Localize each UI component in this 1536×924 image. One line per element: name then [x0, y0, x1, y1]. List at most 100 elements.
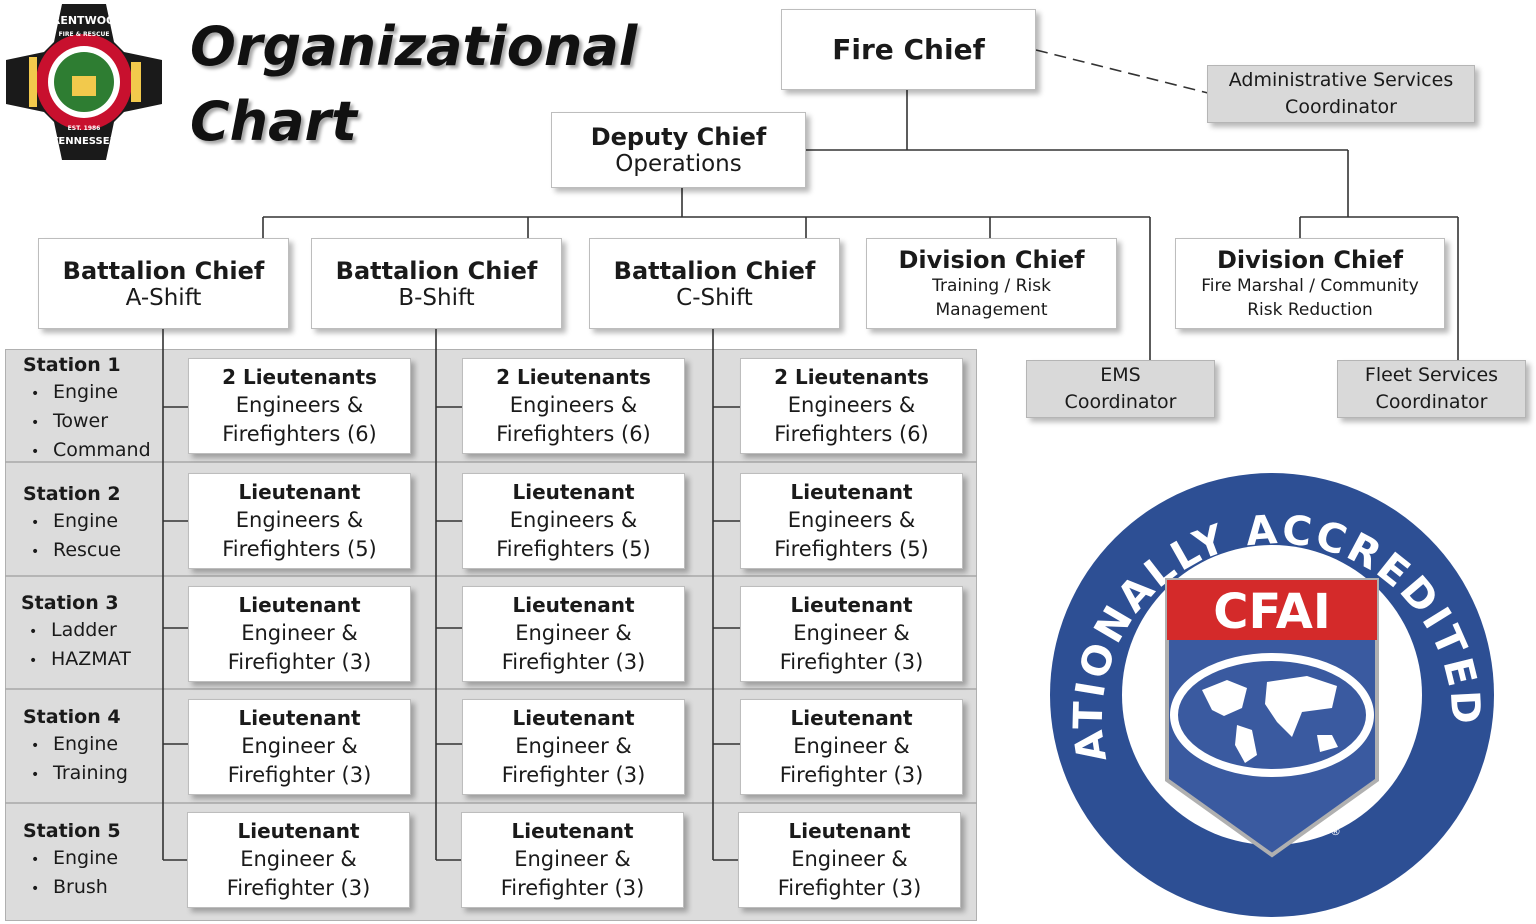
crew-line1: Engineers & — [787, 508, 916, 532]
battalion-shift: B-Shift — [398, 284, 475, 311]
crew-line2: Firefighters (5) — [496, 537, 651, 561]
fire-department-logo: BRENTWOOD FIRE & RESCUE EST. 1986 TENNES… — [6, 4, 162, 160]
crew-line1: Engineer & — [793, 621, 910, 645]
crew-head: Lieutenant — [238, 480, 361, 504]
crew-line2: Firefighter (3) — [779, 763, 924, 787]
ems-coordinator-box: EMS Coordinator — [1026, 360, 1215, 418]
crew-head: Lieutenant — [238, 593, 361, 617]
station-1-label: Station 1 Engine Tower Command — [23, 352, 151, 466]
crew-head: Lieutenant — [511, 819, 634, 843]
crew-cell-b-3: Lieutenant Engineer & Firefighter (3) — [462, 586, 685, 682]
crew-cell-c-3: Lieutenant Engineer & Firefighter (3) — [740, 586, 963, 682]
crew-line2: Firefighter (3) — [777, 876, 922, 900]
crew-cell-b-4: Lieutenant Engineer & Firefighter (3) — [462, 699, 685, 795]
crew-line1: Engineers & — [787, 393, 916, 417]
admin-line1: Administrative Services — [1228, 69, 1454, 91]
crew-line1: Engineer & — [240, 847, 357, 871]
crew-cell-c-2: Lieutenant Engineers & Firefighters (5) — [740, 473, 963, 569]
battalion-shift: A-Shift — [125, 284, 202, 311]
station-apparatus: Rescue — [23, 537, 121, 566]
crew-head: Lieutenant — [788, 819, 911, 843]
crew-line1: Engineer & — [791, 847, 908, 871]
station-apparatus: Engine — [23, 731, 128, 760]
station-apparatus: Command — [23, 437, 151, 466]
crew-line2: Firefighter (3) — [227, 650, 372, 674]
crew-line1: Engineers & — [235, 508, 364, 532]
battalion-title: Battalion Chief — [613, 256, 816, 285]
crew-line1: Engineers & — [509, 393, 638, 417]
division-line1: Fire Marshal / Community — [1201, 275, 1419, 296]
battalion-chief-a-box: Battalion Chief A-Shift — [38, 238, 289, 329]
title-line-2: Chart — [190, 90, 357, 153]
crew-line1: Engineer & — [515, 621, 632, 645]
seal-badge-text: CFAI — [1213, 584, 1331, 640]
fleet-line1: Fleet Services — [1364, 364, 1499, 386]
crew-line2: Firefighter (3) — [501, 763, 646, 787]
deputy-sub: Operations — [615, 151, 742, 177]
station-name: Station 3 — [21, 592, 119, 614]
crew-head: Lieutenant — [512, 480, 635, 504]
admin-services-box: Administrative Services Coordinator — [1207, 65, 1475, 123]
station-name: Station 4 — [23, 706, 121, 728]
crew-cell-b-2: Lieutenant Engineers & Firefighters (5) — [462, 473, 685, 569]
crew-line1: Engineer & — [241, 621, 358, 645]
station-name: Station 1 — [23, 354, 121, 376]
battalion-chief-b-box: Battalion Chief B-Shift — [311, 238, 562, 329]
fleet-line2: Coordinator — [1375, 391, 1488, 413]
crew-line1: Engineer & — [514, 847, 631, 871]
crew-line2: Firefighters (6) — [222, 422, 377, 446]
crew-line2: Firefighters (5) — [774, 537, 929, 561]
crew-cell-a-4: Lieutenant Engineer & Firefighter (3) — [188, 699, 411, 795]
crew-line2: Firefighter (3) — [501, 650, 646, 674]
crew-head: Lieutenant — [790, 480, 913, 504]
deputy-title: Deputy Chief — [590, 123, 767, 151]
title-line-1: Organizational — [190, 15, 638, 78]
crew-line2: Firefighters (5) — [222, 537, 377, 561]
crew-line1: Engineer & — [793, 734, 910, 758]
crew-head: Lieutenant — [790, 593, 913, 617]
crew-cell-a-5: Lieutenant Engineer & Firefighter (3) — [187, 812, 410, 908]
logo-text-est: EST. 1986 — [68, 125, 101, 132]
station-apparatus: HAZMAT — [21, 646, 131, 675]
world-map-icon — [1202, 676, 1338, 763]
crew-line1: Engineers & — [235, 393, 364, 417]
division-title: Division Chief — [898, 245, 1085, 274]
division-line2: Risk Reduction — [1247, 299, 1373, 320]
fleet-coordinator-box: Fleet Services Coordinator — [1337, 360, 1526, 418]
battalion-shift: C-Shift — [676, 284, 753, 311]
crew-head: Lieutenant — [790, 706, 913, 730]
crew-head: 2 Lieutenants — [222, 365, 377, 389]
station-apparatus: Training — [23, 760, 128, 789]
crew-cell-a-2: Lieutenant Engineers & Firefighters (5) — [188, 473, 411, 569]
division-title: Division Chief — [1216, 245, 1404, 274]
fire-chief-box: Fire Chief — [781, 9, 1036, 90]
station-apparatus: Ladder — [21, 617, 131, 646]
crew-cell-b-5: Lieutenant Engineer & Firefighter (3) — [461, 812, 684, 908]
admin-line2: Coordinator — [1285, 96, 1397, 118]
ems-line2: Coordinator — [1064, 391, 1177, 413]
crew-line1: Engineer & — [515, 734, 632, 758]
crew-cell-c-5: Lieutenant Engineer & Firefighter (3) — [738, 812, 961, 908]
station-4-label: Station 4 Engine Training — [23, 704, 128, 789]
battalion-title: Battalion Chief — [62, 256, 265, 285]
crew-line2: Firefighter (3) — [226, 876, 371, 900]
station-apparatus: Brush — [23, 874, 121, 903]
division-chief-marshal-box: Division Chief Fire Marshal / Community … — [1175, 238, 1445, 329]
logo-text-bottom: TENNESSEE — [52, 136, 117, 147]
crew-line2: Firefighters (6) — [774, 422, 929, 446]
crew-cell-a-1: 2 Lieutenants Engineers & Firefighters (… — [188, 358, 411, 454]
crew-head: Lieutenant — [512, 593, 635, 617]
division-line2: Management — [935, 299, 1048, 320]
ems-line1: EMS — [1100, 364, 1141, 386]
station-name: Station 5 — [23, 820, 121, 842]
station-2-label: Station 2 Engine Rescue — [23, 481, 121, 566]
crew-line1: Engineer & — [241, 734, 358, 758]
crew-head: 2 Lieutenants — [774, 365, 929, 389]
station-3-label: Station 3 Ladder HAZMAT — [21, 590, 131, 675]
division-line1: Training / Risk — [932, 275, 1051, 296]
crew-head: Lieutenant — [512, 706, 635, 730]
station-5-label: Station 5 Engine Brush — [23, 818, 121, 903]
logo-text-top: BRENTWOOD — [43, 14, 124, 27]
station-apparatus: Engine — [23, 845, 121, 874]
